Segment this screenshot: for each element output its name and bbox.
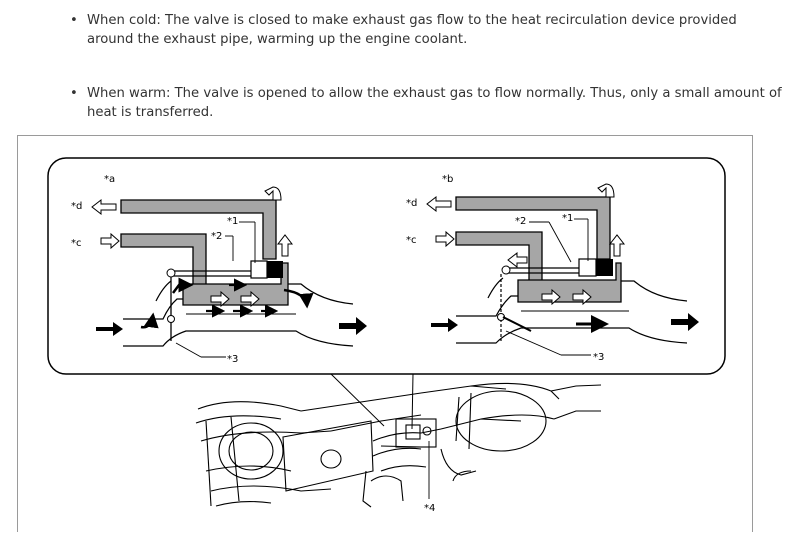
- label-1-right: *1: [562, 213, 573, 224]
- label-d-left: *d: [71, 201, 82, 212]
- label-2-right: *2: [515, 216, 526, 227]
- label-2-left: *2: [211, 231, 222, 242]
- label-c-left: *c: [71, 238, 82, 249]
- warm-state-diagram: *b *d *c *1 *2 *3: [406, 174, 699, 363]
- exhaust-heat-recirculation-figure: *a *d *c *1 *2 *3: [17, 135, 753, 532]
- bullet-marker: •: [70, 86, 78, 101]
- cold-state-diagram: *a *d *c *1 *2 *3: [71, 174, 367, 365]
- bullet-marker: •: [70, 13, 78, 28]
- bullet-text-warm: When warm: The valve is opened to allow …: [87, 86, 782, 120]
- exhaust-assembly-illustration: [195, 382, 602, 508]
- label-1-left: *1: [227, 216, 238, 227]
- figure-illustration: *a *d *c *1 *2 *3: [47, 157, 726, 514]
- label-b: *b: [442, 174, 453, 185]
- label-d-right: *d: [406, 198, 417, 209]
- bullet-cold: • When cold: The valve is closed to make…: [70, 11, 785, 49]
- label-4: *4: [424, 503, 435, 514]
- detail-panel: [47, 157, 726, 375]
- bullet-warm: • When warm: The valve is opened to allo…: [70, 84, 785, 122]
- label-3-left: *3: [227, 354, 238, 365]
- bullet-text-cold: When cold: The valve is closed to make e…: [87, 13, 737, 47]
- label-3-right: *3: [593, 352, 604, 363]
- label-c-right: *c: [406, 235, 417, 246]
- label-a: *a: [104, 174, 115, 185]
